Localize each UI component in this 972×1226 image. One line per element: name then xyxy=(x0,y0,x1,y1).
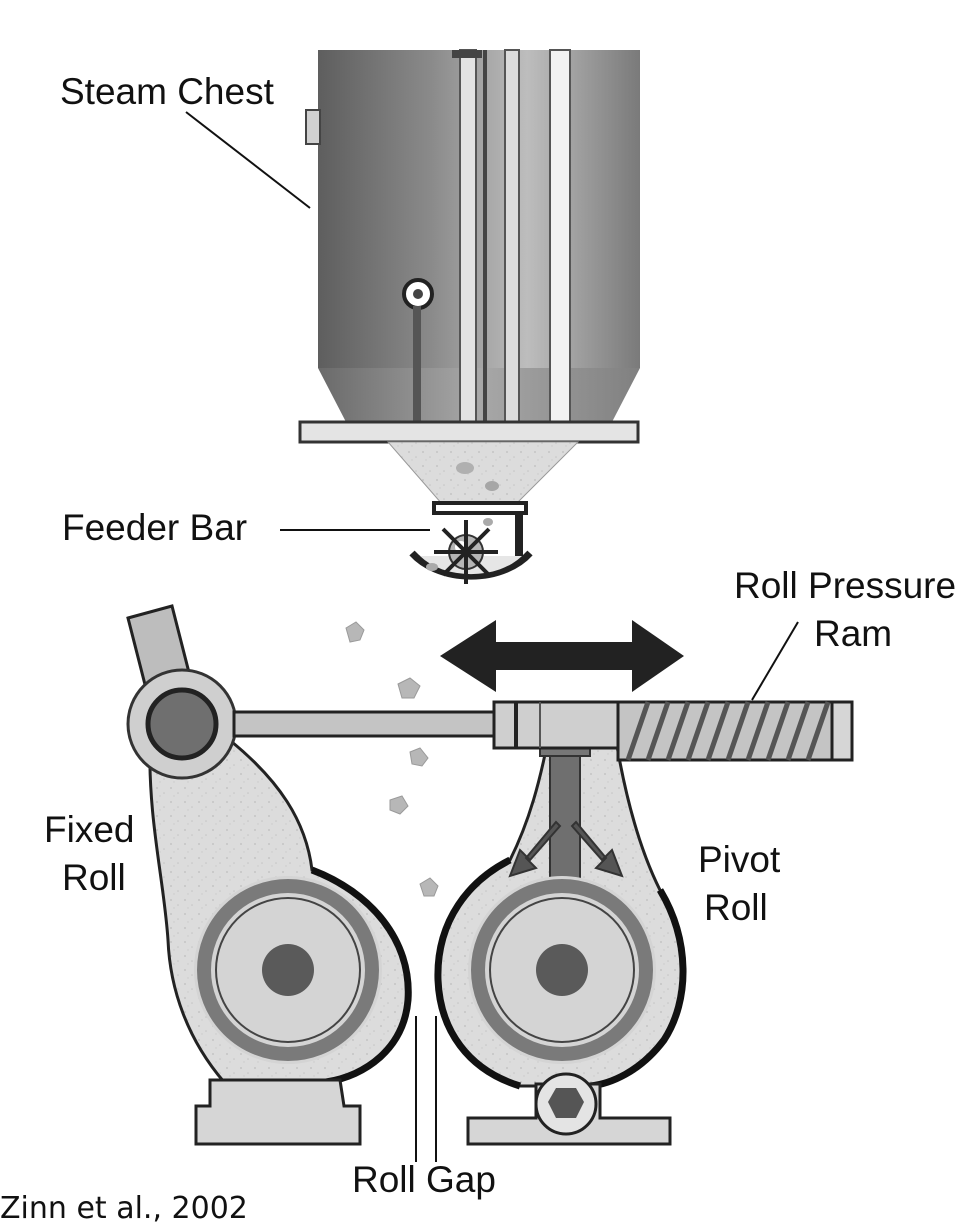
roll-pressure-ram-label-line2: Ram xyxy=(814,613,892,654)
pivot-roll-label-line1: Pivot xyxy=(698,839,781,880)
leader-lines xyxy=(185,111,799,1162)
steam-chest xyxy=(298,49,640,444)
pivot-roll-assembly xyxy=(434,738,687,1146)
roll-pressure-ram-label-line1: Roll Pressure xyxy=(734,565,956,606)
feed-hopper xyxy=(386,441,580,505)
roll-gap-label: Roll Gap xyxy=(352,1159,496,1200)
tie-rod xyxy=(232,710,498,738)
feeder-bar xyxy=(409,501,533,584)
citation-text: Zinn et al., 2002 xyxy=(0,1191,248,1226)
roll-pressure-ram xyxy=(492,700,854,762)
fixed-roll-assembly xyxy=(126,604,412,1146)
steam-chest-label: Steam Chest xyxy=(60,71,275,112)
feeder-bar-label: Feeder Bar xyxy=(62,507,247,548)
fixed-roll-label-line2: Roll xyxy=(62,857,126,898)
double-arrow xyxy=(440,620,684,692)
falling-particles xyxy=(345,621,439,897)
fixed-roll-label-line1: Fixed xyxy=(44,809,134,850)
pivot-roll-label-line2: Roll xyxy=(704,887,768,928)
